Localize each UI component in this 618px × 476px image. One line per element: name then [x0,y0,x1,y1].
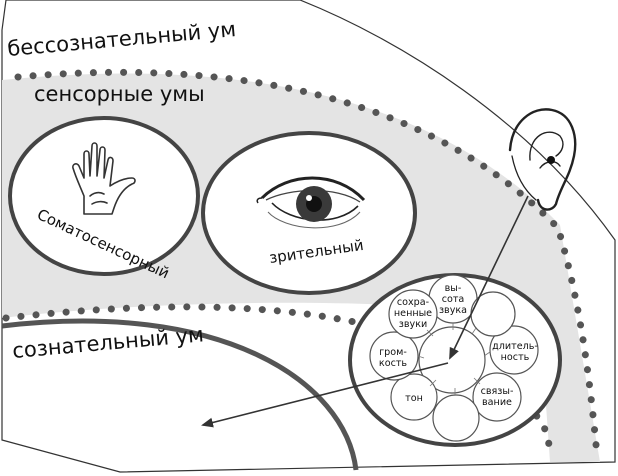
node-height-label: вы- сота звука [439,283,467,316]
svg-text:гром-: гром- [379,347,407,358]
conscious-region-boundary [1,318,359,471]
inner-arrows [417,323,491,395]
node-circle-duration [489,325,539,375]
somatosensory-circle [8,116,200,276]
svg-text:длитель-: длитель- [492,341,538,352]
node-loudness-label: гром- кость [379,347,408,369]
auditory-to-conscious-arrow [201,362,449,428]
sensory-upper-boundary [14,68,601,459]
svg-text:вы-: вы- [445,283,462,294]
node-circle-binding [472,372,522,422]
node-duration-label: длитель- ность [492,341,538,363]
svg-text:ненные: ненные [394,308,432,319]
svg-text:тон: тон [405,393,423,404]
node-tone-label: тон [405,393,423,404]
node-circle-empty-right [470,291,516,337]
node-circle-stored [388,289,438,339]
eye-icon [256,176,366,229]
node-circle-tone [390,373,438,421]
svg-text:ность: ность [501,352,530,363]
svg-text:звуки: звуки [399,319,427,330]
svg-text:связы-: связы- [481,386,514,397]
svg-text:звука: звука [439,305,467,316]
svg-text:сота: сота [442,294,465,305]
svg-text:кость: кость [379,358,408,369]
svg-text:вание: вание [482,397,512,408]
hand-icon [72,142,136,215]
node-stored-label: сохра- ненные звуки [394,297,432,330]
svg-text:сохра-: сохра- [397,297,429,308]
node-binding-label: связы- вание [481,386,514,408]
ear-to-auditory-arrow [449,195,529,360]
node-circle-empty-bottom [432,394,480,442]
node-circle-center [418,326,486,394]
ear-icon [508,108,577,211]
sensory-label: сенсорные умы [34,82,205,106]
